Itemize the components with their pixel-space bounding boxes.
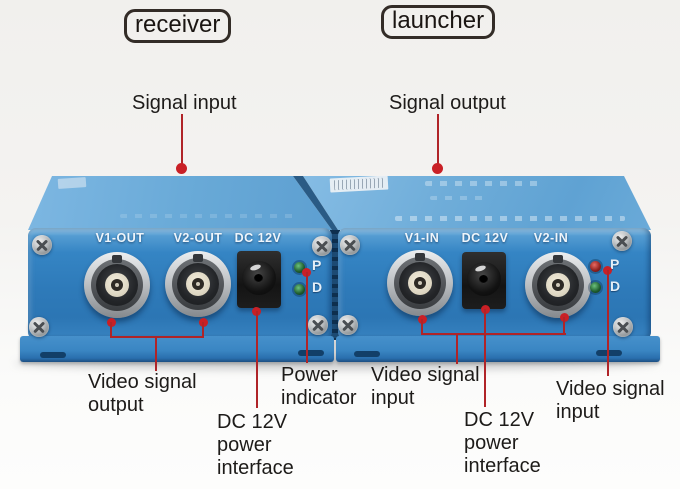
led-power-launcher [590,261,601,272]
launcher-top-print-row-3 [395,216,625,221]
port-label-v2-out: V2-OUT [173,231,223,245]
video-input-leader-1 [421,319,423,335]
barcode-stripes [333,177,385,191]
video-signal-input-mid-callout: Video signal input [371,364,480,409]
receiver-top-sticker [57,177,87,189]
bnc-connector-v2-in [525,252,591,318]
video-input-right-leader [607,270,609,376]
video-input-leader-2 [563,317,565,335]
flange-slot [596,350,622,356]
front-seam-vents [330,230,340,340]
dc-jack-launcher [462,252,506,309]
signal-output-leader-dot [432,163,443,174]
led-label-p-receiver: P [312,257,322,273]
bnc-connector-v2-out [165,251,231,317]
led-label-d-receiver: D [312,279,323,295]
screw [29,317,49,337]
signal-output-callout: Signal output [389,92,506,114]
video-output-fork-bar [110,336,204,338]
signal-output-leader-line [437,114,439,166]
flange-slot [40,352,66,358]
dc-power-right-callout: DC 12V power interface [464,409,541,477]
power-label-launcher: DC 12V [461,231,509,245]
led-data-receiver [294,284,305,295]
screw [312,236,332,256]
port-label-v1-in: V1-IN [404,231,440,245]
screw [308,315,328,335]
led-label-p-launcher: P [610,256,620,272]
port-label-v1-out: V1-OUT [95,231,145,245]
flange-slot [298,350,324,356]
video-input-fork-bar [421,333,566,335]
video-signal-output-callout: Video signal output [88,371,197,416]
screw [32,235,52,255]
video-output-leader-2 [202,322,204,338]
receiver-title: receiver [135,11,221,38]
signal-input-callout: Signal input [132,92,237,114]
screw [340,235,360,255]
bnc-bayonet-lug [415,253,425,261]
dc-jack-pin [479,275,488,284]
dc-jack-pin [254,274,263,283]
video-output-drop-line [155,338,157,371]
receiver-flange [20,336,334,362]
led-label-d-launcher: D [610,278,621,294]
launcher-title-box: launcher [381,5,496,40]
bnc-center-pin [552,279,564,291]
screw [613,317,633,337]
video-output-leader-1 [110,322,112,338]
port-label-v2-in: V2-IN [533,231,569,245]
signal-input-leader-dot [176,163,187,174]
video-signal-input-right-callout: Video signal input [556,378,665,423]
bnc-bayonet-lug [112,255,122,263]
dc-jack-receiver [237,251,281,308]
bnc-center-pin [192,278,204,290]
receiver-title-box: receiver [124,9,232,44]
dc-right-leader [484,309,486,407]
bnc-center-pin [414,277,426,289]
launcher-title: launcher [392,7,485,34]
led-power-receiver [294,262,305,273]
launcher-flange [336,336,660,362]
dc-power-left-callout: DC 12V power interface [217,411,294,479]
launcher-top-print-row-2 [430,196,490,200]
power-indicator-leader [306,272,308,363]
bnc-center-pin [111,279,123,291]
flange-slot [354,351,380,357]
video-input-drop-line [456,335,458,364]
power-label-receiver: DC 12V [234,231,282,245]
led-data-launcher [590,282,601,293]
bnc-bayonet-lug [553,255,563,263]
receiver-top-print-row [120,214,295,218]
bnc-connector-v1-in [387,250,453,316]
signal-input-leader-line [181,114,183,166]
power-indicator-callout: Power indicator [281,364,357,409]
bnc-connector-v1-out [84,252,150,318]
dc-left-leader [256,311,258,408]
bnc-bayonet-lug [193,254,203,262]
screw [612,231,632,251]
screw [338,315,358,335]
launcher-top-print-row-1 [425,181,545,186]
